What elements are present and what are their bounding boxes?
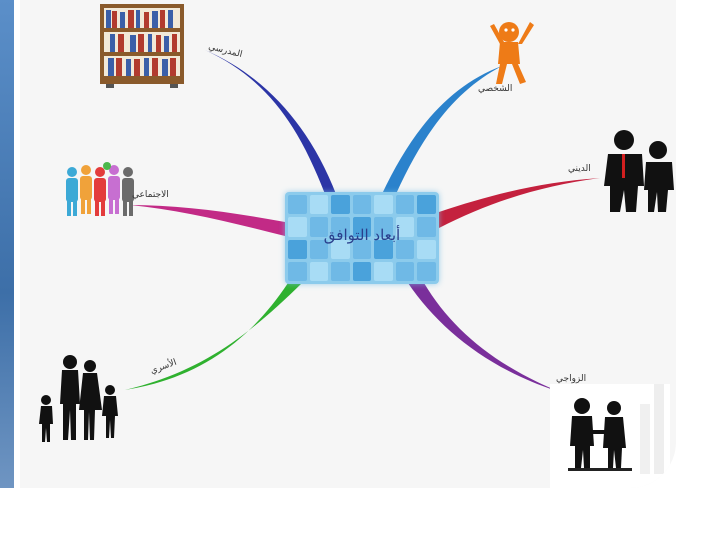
couple-silhouette-icon [550,384,670,488]
branch-religious [439,178,600,228]
group-of-people-icon [66,162,134,216]
two-men-talking-icon [604,130,674,212]
branch-social [130,205,285,236]
branch-school [205,50,336,194]
branch-label-social: الاجتماعي [132,190,169,200]
tile-mosaic [285,192,439,284]
branch-family [125,283,302,390]
branch-personal [382,66,502,194]
center-label: أبعاد التوافق [323,226,401,244]
bookshelf-icon [100,4,184,88]
center-concept-box: أبعاد التوافق [285,192,439,284]
happy-person-icon [490,22,534,84]
mind-map-canvas [39,4,674,488]
left-edge-strip [0,0,14,488]
mind-map-panel: أبعاد التوافق المدرسي الشخصي الاجتماعي ا… [20,0,676,488]
branch-label-marital: الزواجي [556,374,587,384]
branch-label-personal: الشخصي [478,84,513,94]
branch-label-religious: الديني [568,164,591,174]
branch-marital [408,283,560,392]
family-silhouette-icon [39,355,118,442]
